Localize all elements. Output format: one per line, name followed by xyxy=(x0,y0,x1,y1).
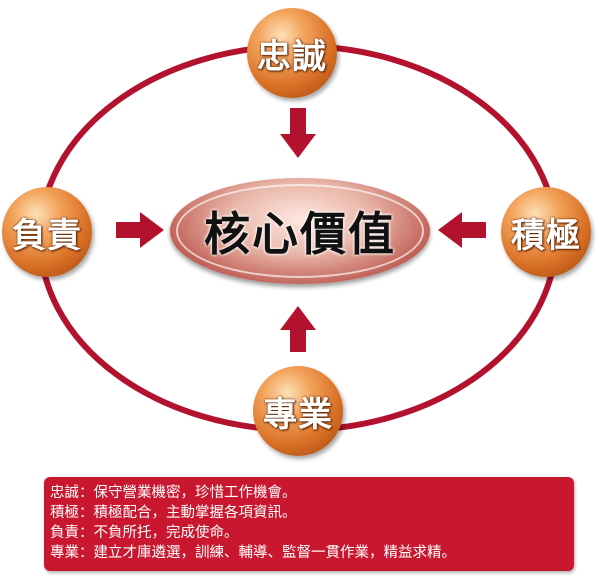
node-loyalty: 忠誠 xyxy=(247,8,337,98)
description-panel: 忠誠：保守營業機密，珍惜工作機會。 積極：積極配合，主動掌握各項資訊。 負責：不… xyxy=(44,477,574,571)
node-professional: 專業 xyxy=(253,366,343,456)
arrow-left xyxy=(438,212,486,248)
arrow-down xyxy=(280,108,316,158)
description-line: 忠誠：保守營業機密，珍惜工作機會。 xyxy=(50,485,297,501)
description-line: 專業：建立才庫遴選，訓練、輔導、監督一貫作業，精益求精。 xyxy=(50,545,456,561)
node-proactive-label: 積極 xyxy=(511,215,581,256)
node-professional-label: 專業 xyxy=(263,394,333,435)
core-value: 核心價值 xyxy=(170,178,430,284)
description-line: 負責：不負所托，完成使命。 xyxy=(50,525,239,541)
description-line: 積極：積極配合，主動掌握各項資訊。 xyxy=(50,505,297,521)
node-responsibility: 負責 xyxy=(2,187,92,277)
node-responsibility-label: 負責 xyxy=(12,215,82,256)
core-value-label: 核心價值 xyxy=(204,207,396,261)
arrow-right xyxy=(116,212,164,248)
arrow-up xyxy=(280,306,316,352)
node-proactive: 積極 xyxy=(501,187,591,277)
node-loyalty-label: 忠誠 xyxy=(257,36,327,77)
